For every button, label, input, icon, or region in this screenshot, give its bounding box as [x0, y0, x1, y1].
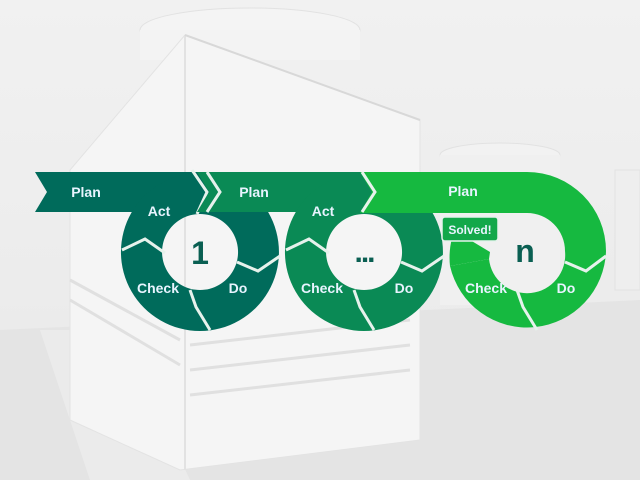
plan-label-1: Plan	[71, 184, 101, 200]
check-label-2: Check	[301, 280, 343, 296]
cycle-number-middle: ...	[354, 236, 374, 269]
cycle-n: Plan Check Do n Solved!	[360, 171, 607, 331]
do-label-1: Do	[229, 280, 248, 296]
plan-label-2: Plan	[239, 184, 269, 200]
cycle-number-n: n	[515, 233, 535, 269]
plan-label-3: Plan	[448, 183, 478, 199]
ring-3-left	[449, 238, 490, 266]
solved-badge: Solved!	[441, 216, 499, 242]
do-label-3: Do	[557, 280, 576, 296]
plan-band-3	[360, 172, 606, 251]
act-label-1: Act	[148, 203, 171, 219]
ring-1	[120, 173, 279, 331]
check-label-3: Check	[465, 280, 507, 296]
act-label-2: Act	[312, 203, 335, 219]
do-label-2: Do	[395, 280, 414, 296]
ring-3	[450, 251, 606, 328]
cycle-number-1: 1	[191, 235, 209, 271]
solved-badge-label: Solved!	[448, 223, 491, 237]
check-label-1: Check	[137, 280, 179, 296]
cycle-1: Plan Act Check Do 1	[35, 169, 281, 331]
